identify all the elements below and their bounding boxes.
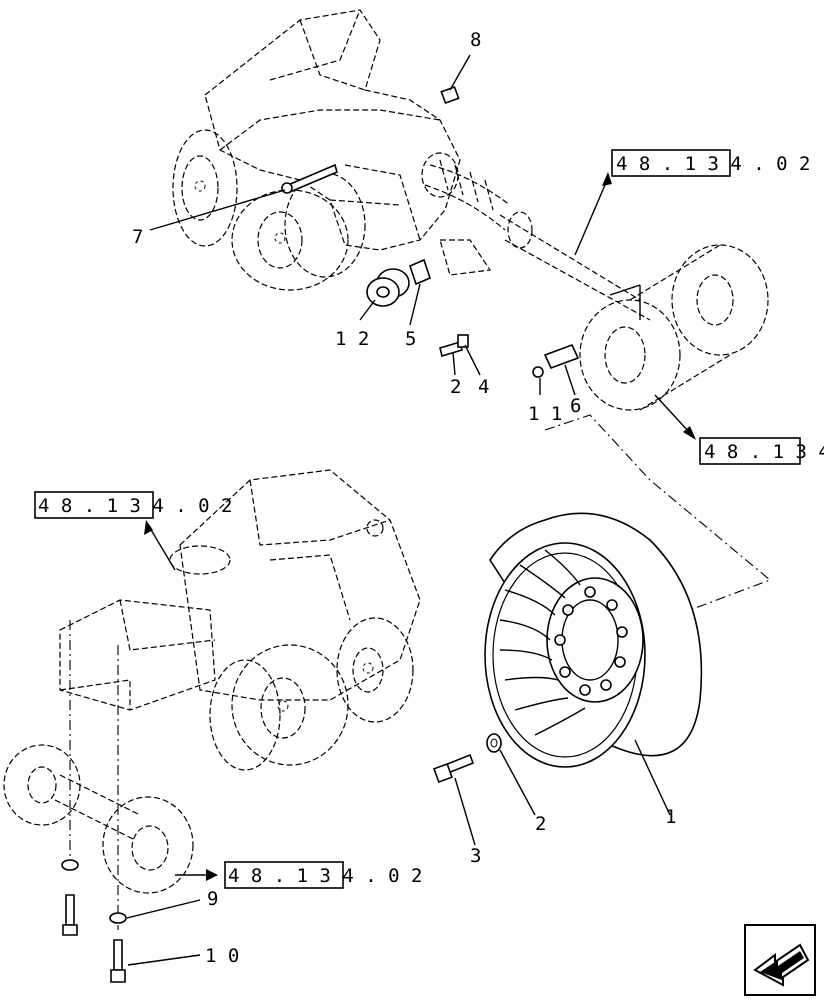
callout-4: 4	[478, 376, 489, 398]
part-10-bolt	[110, 939, 201, 983]
part-8-nut	[440, 54, 471, 105]
ref-text-left: 4 8 . 1 3 4 . 0 2	[38, 495, 232, 517]
upper-track-frame	[172, 9, 651, 321]
lower-loader-frame	[59, 469, 421, 771]
ref-link-top[interactable]: 4 8 . 1 3 4 . 0 2	[611, 149, 810, 177]
callout-10: 1 0	[205, 945, 239, 967]
part-9-washer	[109, 899, 201, 924]
ref-text-top: 4 8 . 1 3 4 . 0 2	[616, 153, 810, 175]
callout-9: 9	[207, 888, 218, 910]
callout-2-upper: 2	[450, 376, 461, 398]
lower-washer-left	[61, 859, 79, 871]
callout-8: 8	[470, 29, 481, 51]
part-2-washer	[486, 733, 536, 816]
callout-1: 1	[665, 806, 676, 828]
callout-6: 6	[570, 395, 581, 417]
upper-idler-wheel	[579, 244, 769, 411]
ref-text-bottom: 4 8 . 1 3 4 . 0 2	[228, 865, 422, 887]
part-2-4-bolt	[439, 334, 481, 376]
callout-11: 1 1	[528, 403, 562, 425]
part-3-bolt	[433, 753, 476, 846]
part-11-6-pin	[532, 343, 580, 396]
part-5-bushing	[409, 258, 431, 326]
lower-idler-wheel	[3, 744, 194, 894]
ref-link-right[interactable]: 4 8 . 1 3 4	[699, 437, 824, 465]
part-7-pin	[149, 163, 338, 231]
lower-bolt-left	[62, 894, 78, 936]
callout-7: 7	[132, 226, 143, 248]
ref-link-left[interactable]: 4 8 . 1 3 4 . 0 2	[34, 491, 232, 519]
callout-2-lower: 2	[535, 813, 546, 835]
arrow-icon[interactable]	[744, 924, 816, 996]
callout-5: 5	[405, 328, 416, 350]
callout-3: 3	[470, 845, 481, 867]
ref-text-right: 4 8 . 1 3 4	[704, 441, 824, 463]
part-1-wheel	[484, 512, 703, 816]
part-12-roller	[359, 268, 410, 321]
callout-12: 1 2	[335, 328, 369, 350]
ref-link-bottom[interactable]: 4 8 . 1 3 4 . 0 2	[224, 861, 422, 889]
